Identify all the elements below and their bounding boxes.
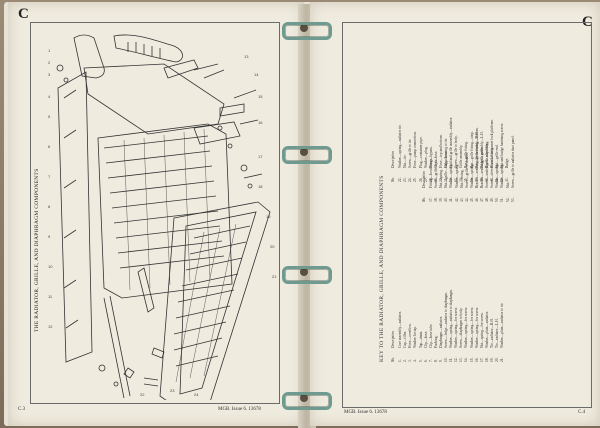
svg-text:18: 18 [258,184,263,189]
punch-hole [300,268,308,276]
key-header: No. Description [391,331,396,362]
key-number: 21. [500,357,505,363]
page-number-right: C.4 [578,410,586,415]
page-number: C.3 [18,407,26,412]
key-title: KEY TO THE RADIATOR, GRILLE, AND DIAPHRA… [379,175,385,362]
svg-text:6: 6 [48,144,51,149]
binder-ring [282,22,332,40]
key-column-far: No. Description 37.Fitting—hood hinge.38… [422,52,516,202]
punch-hole [300,24,308,32]
svg-text:21: 21 [272,274,277,279]
svg-text:7: 7 [48,174,51,179]
right-page: C KEY TO THE RADIATOR, GRILLE, AND DIAPH… [310,2,600,426]
svg-text:11: 11 [48,294,53,299]
svg-text:16: 16 [258,120,263,125]
svg-text:14: 14 [254,72,259,77]
key-description: Screw—grille to radiator duct panel. [510,135,515,188]
key-row: 21. Washer—plain—radiator to tie. [500,212,505,362]
svg-text:12: 12 [48,324,53,329]
svg-text:2: 2 [48,60,51,65]
punch-hole [300,148,308,156]
svg-text:15: 15 [258,94,263,99]
page-footer-right: MGB. Issue 6. 13678 [344,410,387,415]
punch-hole [300,394,308,402]
key-frame [342,22,592,408]
key-column-left: No. Description 1.Core assembly—radiator… [391,212,510,362]
figure-title: THE RADIATOR, GRILLE, AND DIAPHRAGM COMP… [34,168,40,332]
section-letter: C [18,6,29,22]
key-number: 53. [510,197,515,203]
svg-text:24: 24 [194,392,199,397]
svg-text:9: 9 [48,234,51,239]
binder-ring [282,146,332,164]
svg-text:20: 20 [270,244,275,249]
svg-text:10: 10 [48,264,53,269]
svg-text:22: 22 [140,392,145,397]
svg-text:8: 8 [48,204,51,209]
svg-text:5: 5 [48,114,51,119]
svg-text:23: 23 [170,388,175,393]
key-table-continued: No. Description 37.Fitting—hood hinge.38… [422,52,516,202]
svg-text:17: 17 [258,154,263,159]
figure-frame [30,22,280,404]
binder-ring [282,266,332,284]
key-row: 53. Screw—grille to radiator duct panel. [511,52,516,202]
binder: C THE RADIATOR, GRILLE, AND DIAPHRAGM CO… [4,2,600,428]
key-header: No. Description [422,171,426,202]
key-header: No. Description [391,151,396,182]
svg-text:4: 4 [48,94,51,99]
key-description: Washer—plain—radiator to tie. [500,302,505,348]
svg-text:3: 3 [48,72,51,77]
svg-text:19: 19 [266,214,271,219]
svg-text:1: 1 [48,48,51,53]
binder-ring [282,392,332,410]
left-page: C THE RADIATOR, GRILLE, AND DIAPHRAGM CO… [8,2,304,426]
page-footer: MGB. Issue 6. 13678 [218,407,261,412]
svg-text:13: 13 [244,54,249,59]
